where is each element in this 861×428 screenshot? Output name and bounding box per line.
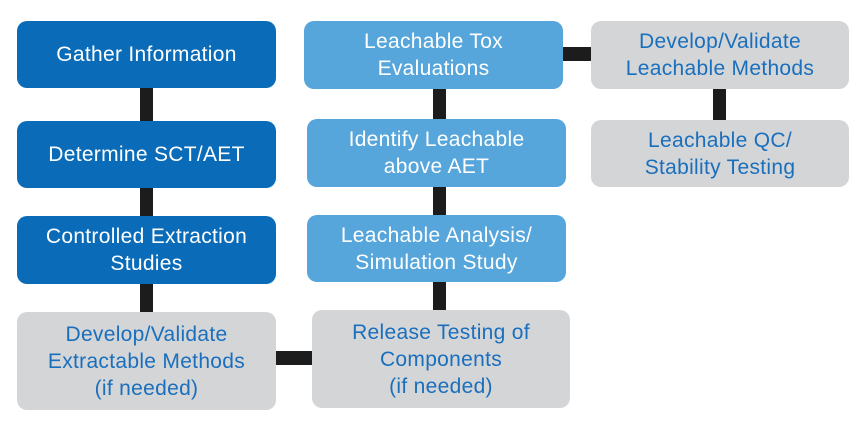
connector-identify-tox xyxy=(433,88,446,121)
develop-validate-leachable-methods-box: Develop/Validate Leachable Methods xyxy=(591,21,849,89)
connector-develop-release xyxy=(275,351,315,365)
determine-sct-aet-box: Determine SCT/AET xyxy=(17,121,276,188)
leachable-qc-stability-box: Leachable QC/ Stability Testing xyxy=(591,120,849,187)
leachable-analysis-box: Leachable Analysis/ Simulation Study xyxy=(307,215,566,282)
connector-release-analysis xyxy=(433,280,446,313)
connector-develop-leachable-qc xyxy=(713,88,726,122)
identify-leachable-box: Identify Leachable above AET xyxy=(307,119,566,187)
connector-tox-develop-leachable xyxy=(563,47,593,61)
connector-controlled-develop xyxy=(140,282,153,314)
release-testing-box: Release Testing of Components (if needed… xyxy=(312,310,570,408)
connector-analysis-identify xyxy=(433,186,446,216)
develop-validate-extractable-methods-box: Develop/Validate Extractable Methods (if… xyxy=(17,312,276,410)
gather-information-box: Gather Information xyxy=(17,21,276,88)
connector-determine-controlled xyxy=(140,186,153,218)
connector-gather-determine xyxy=(140,86,153,122)
controlled-extraction-studies-box: Controlled Extraction Studies xyxy=(17,216,276,284)
leachable-tox-evaluations-box: Leachable Tox Evaluations xyxy=(304,21,563,89)
